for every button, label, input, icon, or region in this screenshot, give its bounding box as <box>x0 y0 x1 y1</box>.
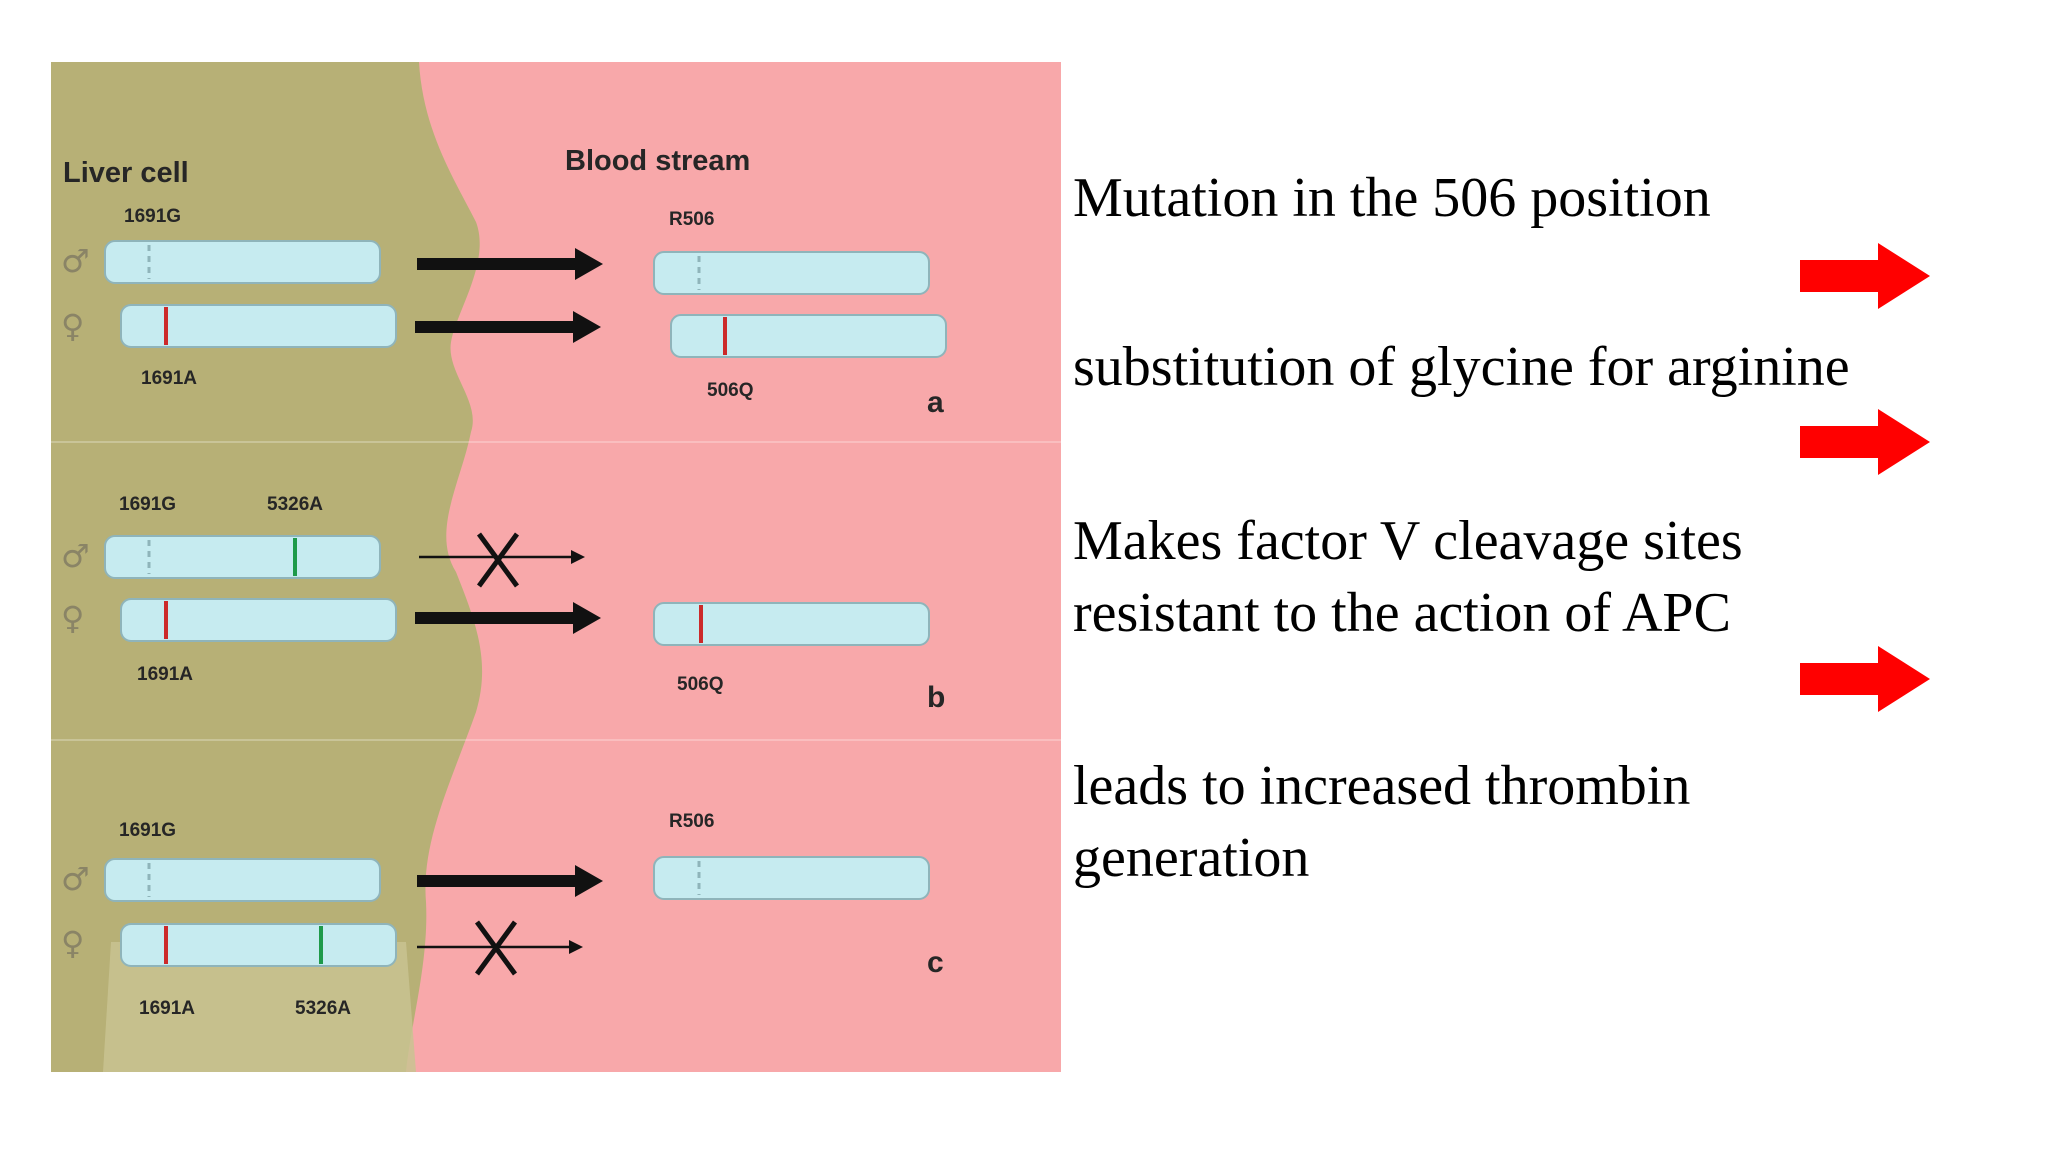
label-1691a: 1691A <box>141 368 197 389</box>
chromosome <box>104 858 381 902</box>
male-symbol: ♂ <box>61 242 90 280</box>
chromosome <box>670 314 947 358</box>
liver-cell-label: Liver cell <box>63 157 189 189</box>
blood-stream-label: Blood stream <box>565 145 750 177</box>
step-text: Makes factor V cleavage sites resistant … <box>1073 505 1743 649</box>
text-line: resistant to the action of APC <box>1073 582 1731 644</box>
transfer-arrow <box>415 602 601 634</box>
female-symbol: ♀ <box>61 924 84 962</box>
female-symbol: ♀ <box>61 599 84 637</box>
text-line: Makes factor V cleavage sites <box>1073 510 1743 572</box>
male-symbol: ♂ <box>61 537 90 575</box>
transfer-arrow <box>415 311 601 343</box>
label-1691g: 1691G <box>119 820 176 841</box>
blocked-transfer-arrow <box>417 920 583 976</box>
panel-a-letter: a <box>927 386 944 419</box>
step-text: Mutation in the 506 position <box>1073 162 1711 234</box>
label-5326a: 5326A <box>267 494 323 515</box>
label-1691a: 1691A <box>139 998 195 1019</box>
text-line: Mutation in the 506 position <box>1073 167 1711 229</box>
chromosome <box>104 535 381 579</box>
male-symbol: ♂ <box>61 860 90 898</box>
label-506q: 506Q <box>707 380 753 401</box>
red-arrow-icon <box>1800 243 1930 309</box>
red-arrow-icon <box>1800 646 1930 712</box>
chromosome <box>120 923 397 967</box>
label-1691g: 1691G <box>119 494 176 515</box>
label-r506: R506 <box>669 209 714 230</box>
label-1691g: 1691G <box>124 206 181 227</box>
text-line: leads to increased thrombin <box>1073 755 1691 817</box>
panel-c-letter: c <box>927 946 944 979</box>
transfer-arrow <box>417 865 603 897</box>
female-symbol: ♀ <box>61 307 84 345</box>
red-arrow-icon <box>1800 409 1930 475</box>
transfer-arrow <box>417 248 603 280</box>
liver-cell-shadow <box>103 942 416 1072</box>
chromosome <box>653 602 930 646</box>
label-r506: R506 <box>669 811 714 832</box>
panel-b-letter: b <box>927 681 945 714</box>
chromosome <box>120 304 397 348</box>
factor-v-leiden-figure: Liver cell Blood stream 1691G ♂ ♀ 1691A … <box>51 62 1061 1072</box>
chromosome <box>653 856 930 900</box>
text-line: generation <box>1073 827 1310 889</box>
step-text: substitution of glycine for arginine <box>1073 331 1850 403</box>
step-text: leads to increased thrombin generation <box>1073 750 1690 894</box>
chromosome <box>653 251 930 295</box>
chromosome <box>104 240 381 284</box>
label-5326a: 5326A <box>295 998 351 1019</box>
text-line: substitution of glycine for arginine <box>1073 336 1850 398</box>
label-1691a: 1691A <box>137 664 193 685</box>
blocked-transfer-arrow <box>419 532 585 588</box>
chromosome <box>120 598 397 642</box>
label-506q: 506Q <box>677 674 723 695</box>
